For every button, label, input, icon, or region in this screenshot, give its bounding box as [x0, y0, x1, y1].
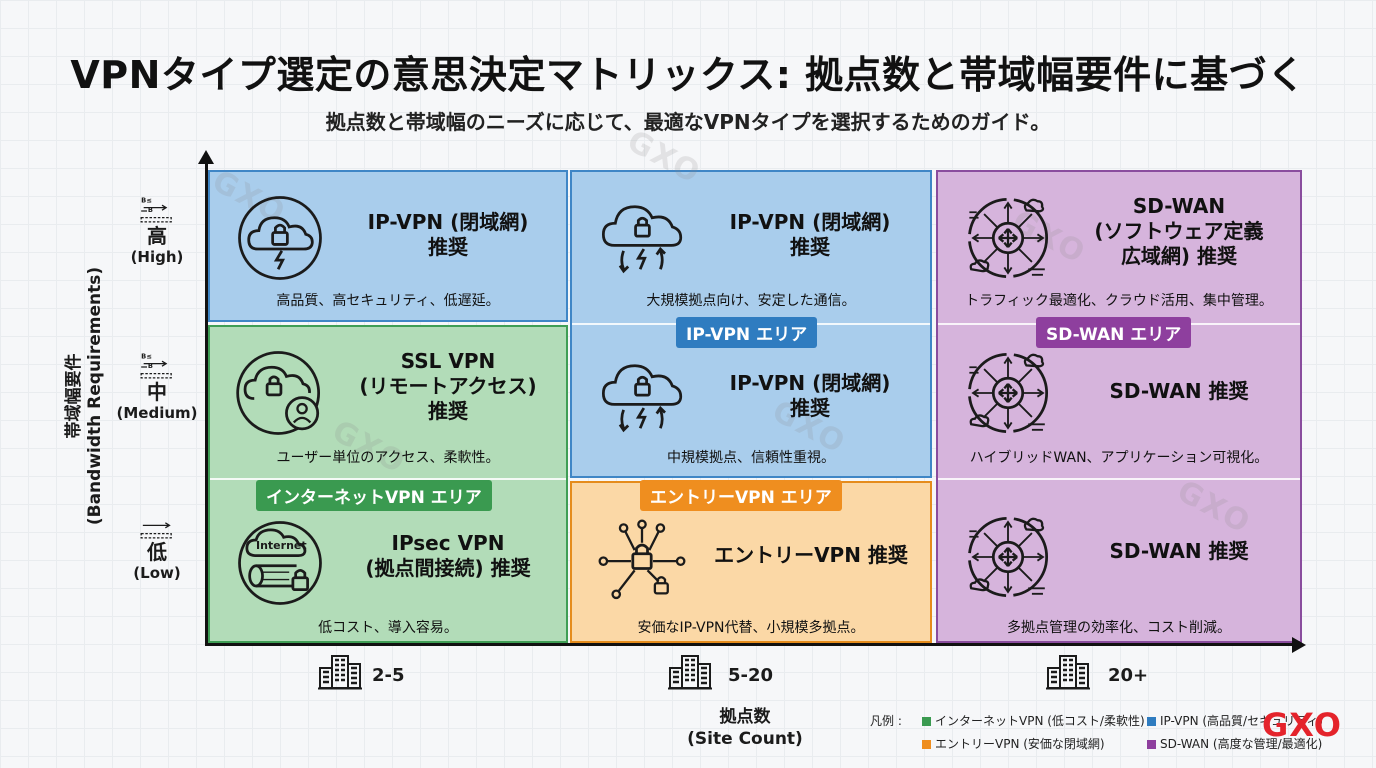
legend-label: 凡例 : — [870, 714, 902, 728]
x-axis-arrow — [1292, 637, 1306, 653]
x-tick-label: 2-5 — [372, 665, 405, 686]
legend-swatch — [922, 740, 931, 749]
x-tick-label: 20+ — [1108, 665, 1149, 686]
cell-heading: SD-WAN 推奨 — [1109, 539, 1249, 563]
building-icon — [318, 652, 362, 692]
legend-swatch — [1147, 740, 1156, 749]
internet-tunnel-icon — [234, 517, 326, 609]
cell-heading: SD-WAN — [1132, 194, 1226, 218]
level-medium: 中 (Medium) — [112, 352, 202, 423]
network-locks-icon — [596, 517, 688, 609]
x-axis-label: 拠点数 (Site Count) — [640, 706, 850, 750]
page-subtitle: 拠点数と帯域幅のニーズに応じて、最適なVPNタイプを選択するためのガイド。 — [325, 110, 1051, 134]
x-axis-label-ja: 拠点数 — [719, 707, 771, 727]
cell-high-small: IP-VPN (閉域網) 推奨 高品質、高セキュリティ、低遅延。 — [208, 170, 568, 322]
cell-heading: 推奨 — [428, 235, 468, 259]
y-axis-label-en: (Bandwidth Requirements) — [85, 266, 105, 526]
sdwan-network-icon — [962, 347, 1054, 439]
legend: 凡例 : インターネットVPN (低コスト/柔軟性) IP-VPN (高品質/セキュ… — [870, 712, 1370, 758]
cell-low-small: Internet IPsec VPN (拠点間接続) 推奨 低コスト、導入容易。 — [208, 481, 568, 643]
cell-low-mid: エントリーVPN 推奨 安価なIP-VPN代替、小規模多拠点。 — [570, 481, 932, 643]
cell-heading: SSL VPN — [400, 349, 496, 373]
legend-item-text: インターネットVPN (低コスト/柔軟性) — [935, 714, 1145, 728]
cell-high-mid: IP-VPN (閉域網) 推奨 大規模拠点向け、安定した通信。 — [570, 170, 932, 322]
cell-description: 大規模拠点向け、安定した通信。 — [646, 293, 856, 309]
page-title: VPNタイプ選定の意思決定マトリックス: 拠点数と帯域幅要件に基づく — [70, 53, 1306, 97]
cell-description: 安価なIP-VPN代替、小規模多拠点。 — [637, 620, 865, 636]
area-label-internet-vpn: インターネットVPN エリア — [256, 480, 492, 511]
cell-heading: エントリーVPN 推奨 — [714, 543, 908, 567]
cell-mid-mid: IP-VPN (閉域網) 推奨 中規模拠点、信頼性重視。 — [570, 325, 932, 478]
cell-heading: IP-VPN (閉域網) — [729, 371, 891, 395]
x-tick-label: 5-20 — [728, 665, 774, 686]
cell-mid-large: SD-WAN 推奨 ハイブリッドWAN、アプリケーション可視化。 — [936, 325, 1302, 478]
area-label-entry-vpn: エントリーVPN エリア — [640, 480, 842, 511]
bandwidth-low-icon — [137, 512, 177, 542]
level-medium-ja: 中 — [147, 380, 167, 404]
cell-heading: (拠点間接続) 推奨 — [365, 556, 531, 580]
legend-item-entry-vpn: エントリーVPN (安価な閉域網) — [922, 735, 1147, 752]
legend-item-ipvpn: IP-VPN (高品質/セキュリティ) — [1147, 712, 1347, 729]
sdwan-network-icon — [962, 511, 1054, 603]
level-low: 低 (Low) — [112, 512, 202, 583]
legend-item-text: SD-WAN (高度な管理/最適化) — [1160, 737, 1323, 751]
cell-description: トラフィック最適化、クラウド活用、集中管理。 — [965, 293, 1273, 309]
area-label-ipvpn: IP-VPN エリア — [676, 317, 818, 348]
cell-description: ユーザー単位のアクセス、柔軟性。 — [276, 450, 500, 466]
cell-heading: 推奨 — [428, 399, 468, 423]
level-medium-en: (Medium) — [116, 404, 198, 422]
legend-item-internet-vpn: インターネットVPN (低コスト/柔軟性) — [922, 712, 1147, 729]
cell-description: 中規模拠点、信頼性重視。 — [667, 450, 835, 466]
building-icon — [1046, 652, 1090, 692]
y-axis-arrow — [198, 150, 214, 164]
sdwan-network-icon — [962, 192, 1054, 284]
divider-purple-2 — [938, 478, 1300, 480]
legend-swatch — [922, 717, 931, 726]
cell-heading: IPsec VPN — [391, 531, 505, 555]
cell-heading: 推奨 — [790, 396, 830, 420]
cloud-lock-user-icon — [234, 347, 326, 439]
y-axis-label: 帯域幅要件 (Bandwidth Requirements) — [64, 226, 106, 566]
building-icon — [668, 652, 712, 692]
y-axis-label-ja: 帯域幅要件 — [64, 353, 84, 439]
cell-low-large: SD-WAN 推奨 多拠点管理の効率化、コスト削減。 — [936, 481, 1302, 643]
cell-heading: SD-WAN 推奨 — [1109, 379, 1249, 403]
area-label-sdwan: SD-WAN エリア — [1036, 317, 1192, 348]
cell-heading: 推奨 — [790, 235, 830, 259]
cloud-lock-icon — [234, 192, 326, 284]
zone-ipvpn-high-small — [208, 170, 568, 322]
cell-heading: IP-VPN (閉域網) — [367, 210, 529, 234]
cell-description: 多拠点管理の効率化、コスト削減。 — [1007, 620, 1231, 636]
level-low-en: (Low) — [133, 564, 181, 582]
cell-description: 低コスト、導入容易。 — [318, 620, 458, 636]
legend-swatch — [1147, 717, 1156, 726]
cell-mid-small: SSL VPN (リモートアクセス) 推奨 ユーザー単位のアクセス、柔軟性。 — [208, 325, 568, 478]
x-axis-label-en: (Site Count) — [687, 729, 803, 749]
legend-item-text: IP-VPN (高品質/セキュリティ) — [1160, 714, 1324, 728]
cloud-lock-arrows-icon — [596, 351, 688, 443]
legend-item-sdwan: SD-WAN (高度な管理/最適化) — [1147, 735, 1347, 752]
bandwidth-medium-icon — [137, 352, 177, 382]
cloud-lock-arrows-icon — [596, 192, 688, 284]
cell-heading: (リモートアクセス) — [359, 374, 537, 398]
internet-icon-label: Internet — [256, 539, 307, 552]
level-high: 高 (High) — [112, 196, 202, 267]
cell-description: ハイブリッドWAN、アプリケーション可視化。 — [969, 450, 1269, 466]
divider-green — [210, 478, 566, 480]
cell-description: 高品質、高セキュリティ、低遅延。 — [276, 293, 500, 309]
legend-item-text: エントリーVPN (安価な閉域網) — [935, 737, 1105, 751]
level-low-ja: 低 — [147, 540, 167, 564]
gxo-logo: GXO — [1262, 706, 1342, 744]
cell-heading: (ソフトウェア定義 — [1094, 219, 1264, 243]
x-axis-line — [205, 643, 1295, 646]
cell-high-large: SD-WAN (ソフトウェア定義 広域網) 推奨 トラフィック最適化、クラウド活… — [936, 170, 1302, 322]
y-axis-line — [205, 160, 208, 645]
level-high-en: (High) — [130, 248, 184, 266]
cell-heading: IP-VPN (閉域網) — [729, 210, 891, 234]
bandwidth-high-icon — [137, 196, 177, 226]
cell-heading: 広域網) 推奨 — [1120, 244, 1238, 268]
level-high-ja: 高 — [147, 224, 167, 248]
